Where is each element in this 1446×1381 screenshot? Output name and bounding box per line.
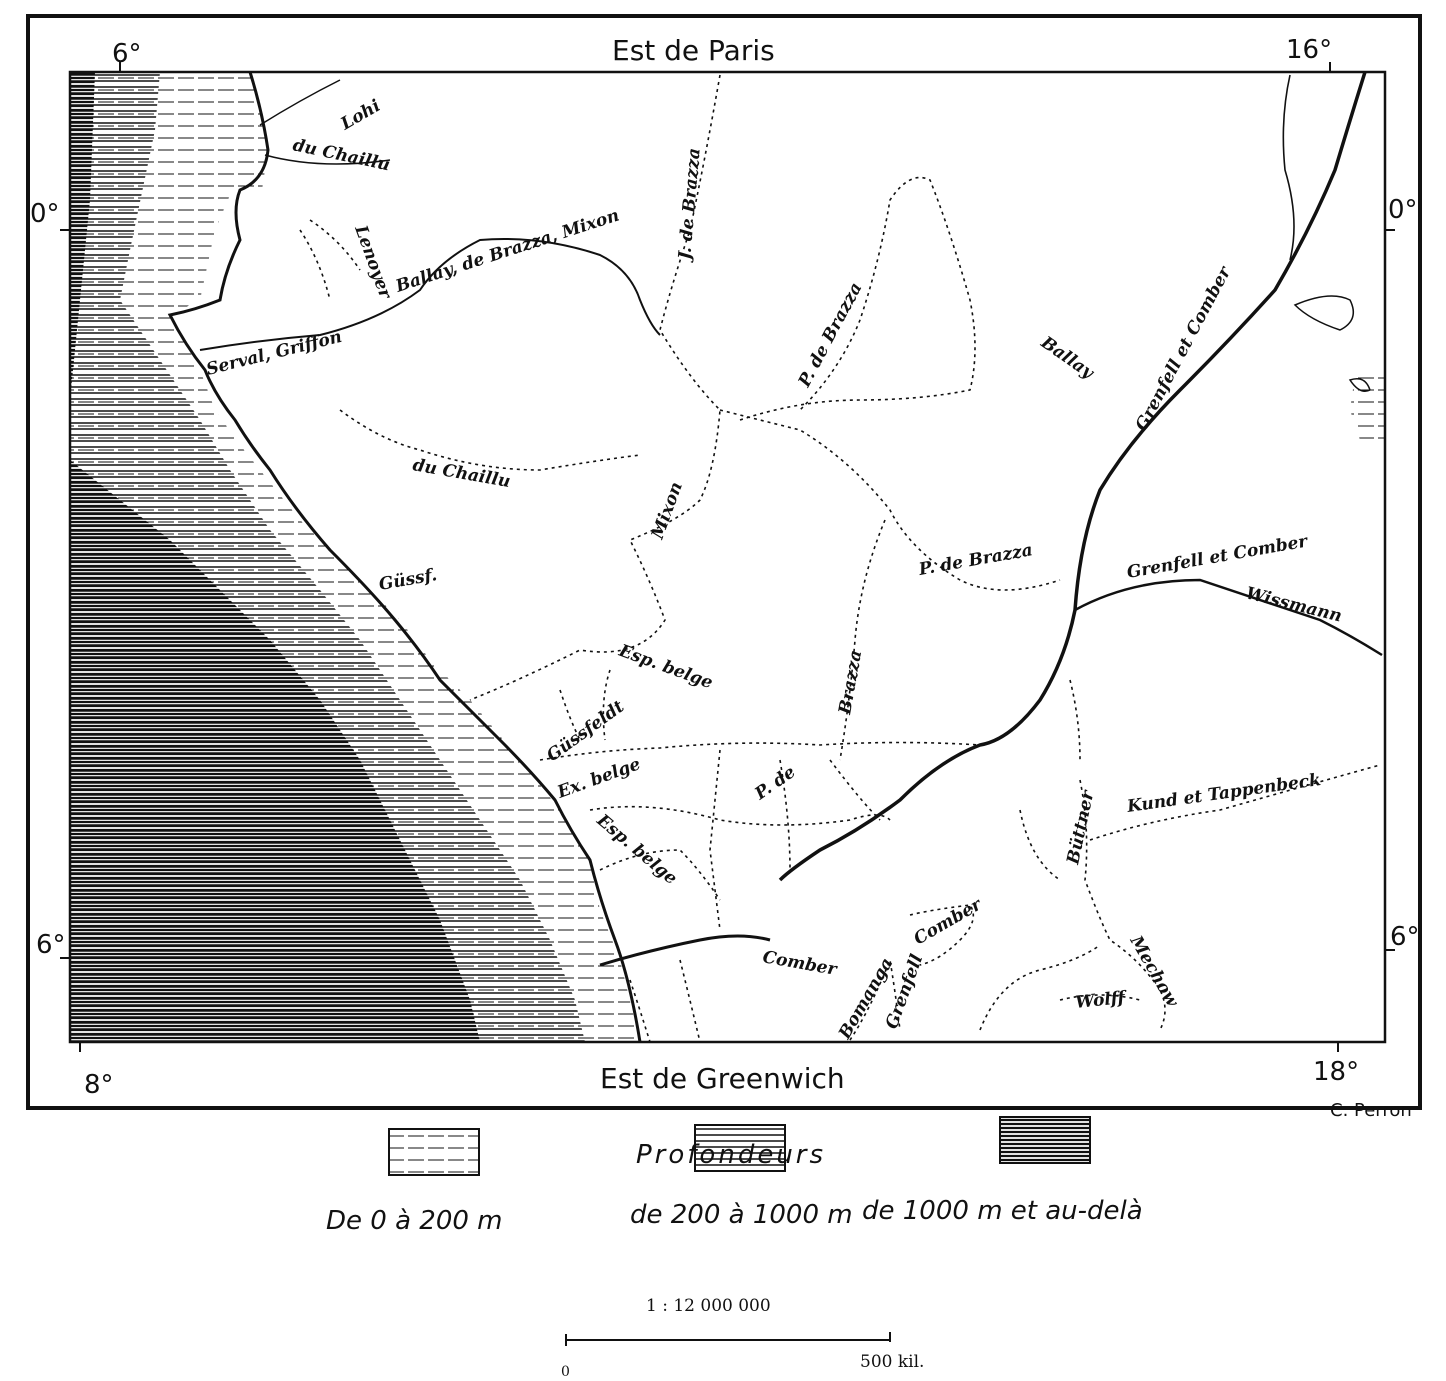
scale-start: 0 — [561, 1364, 570, 1380]
label-p-de-brazza-mid: P. de Brazza — [916, 540, 1034, 580]
label-mixon: Mixon — [648, 479, 687, 542]
label-du-chaillu-top: du Chaillu — [291, 135, 392, 175]
coord-left-lower: 6° — [36, 930, 66, 960]
right-bank-river — [1282, 74, 1295, 261]
legend-swatch-shallow — [388, 1128, 480, 1176]
frame-ticks — [60, 62, 1395, 1052]
northern-river — [259, 79, 391, 165]
label-brazza: Brazza — [835, 649, 866, 717]
label-bittner: Büttner — [1063, 788, 1098, 867]
lake-right — [1293, 295, 1355, 331]
coord-bottom-left: 8° — [84, 1070, 114, 1100]
label-gussf: Güssf. — [377, 565, 438, 595]
legend-label-deep: de 1000 m et au-delà — [862, 1196, 1143, 1226]
coord-bottom-right: 18° — [1313, 1057, 1359, 1087]
coastline — [167, 71, 642, 1043]
depth-zone-deep — [70, 72, 480, 1042]
bottom-frame-label: Est de Greenwich — [600, 1062, 845, 1095]
label-lenoyer: Lenoyer — [350, 222, 396, 302]
label-esp-belge-2: Esp. belge — [592, 810, 681, 889]
label-gussfeldt: Güssfeldt — [543, 697, 628, 766]
ogooue-river — [199, 238, 661, 351]
congo-river — [778, 71, 1367, 882]
label-wissmann: Wissmann — [1244, 583, 1344, 626]
depth-zone-right-patch — [1350, 370, 1385, 450]
coord-left-upper: 0° — [30, 199, 60, 229]
outer-frame — [26, 14, 1422, 1110]
label-kund: Kund et Tappenbeck — [1125, 770, 1322, 817]
top-frame-label: Est de Paris — [612, 34, 775, 67]
kasai-tributary — [1074, 578, 1383, 657]
lake-right-2 — [1348, 378, 1371, 392]
map-credit: C. Perron — [1330, 1100, 1412, 1121]
label-du-chaillu: du Chaillu — [411, 455, 512, 492]
label-bomanga: Bomanga — [835, 955, 898, 1044]
label-grenfell-mid: Grenfell et Comber — [1125, 531, 1309, 583]
legend-label-shallow: De 0 à 200 m — [326, 1206, 503, 1236]
label-lohi: Lohi — [337, 96, 384, 135]
scale-bar — [565, 1332, 891, 1346]
label-ex-belge: Ex. belge — [554, 754, 644, 803]
exploration-routes — [299, 74, 1381, 1043]
legend-swatch-mid — [694, 1124, 786, 1172]
lower-river — [599, 934, 771, 967]
legend-label-mid: de 200 à 1000 m — [630, 1200, 853, 1230]
coord-top-right: 16° — [1286, 35, 1332, 65]
label-comber-2: Comber — [911, 894, 986, 949]
scale-ratio: 1 : 12 000 000 — [646, 1296, 771, 1316]
coord-right-upper: 0° — [1388, 195, 1418, 225]
label-le-brazza: J. de Brazza — [675, 147, 705, 263]
coord-top-left: 6° — [112, 39, 142, 69]
label-mechow: Mechow — [1125, 932, 1183, 1012]
label-esp-belge-1: Esp. belge — [615, 641, 715, 694]
label-wolff: Wolff — [1074, 988, 1128, 1013]
label-p-de: P. de — [751, 762, 800, 805]
scale-end: 500 kil. — [860, 1352, 925, 1372]
label-comber-1: Comber — [761, 947, 839, 980]
label-serval: Serval, Griffon — [204, 327, 344, 380]
legend-swatch-deep — [999, 1116, 1091, 1164]
label-ballay: Ballay — [1036, 332, 1098, 384]
coord-right-lower: 6° — [1390, 922, 1420, 952]
label-p-de-brazza-north: P. de Brazza — [794, 279, 866, 391]
